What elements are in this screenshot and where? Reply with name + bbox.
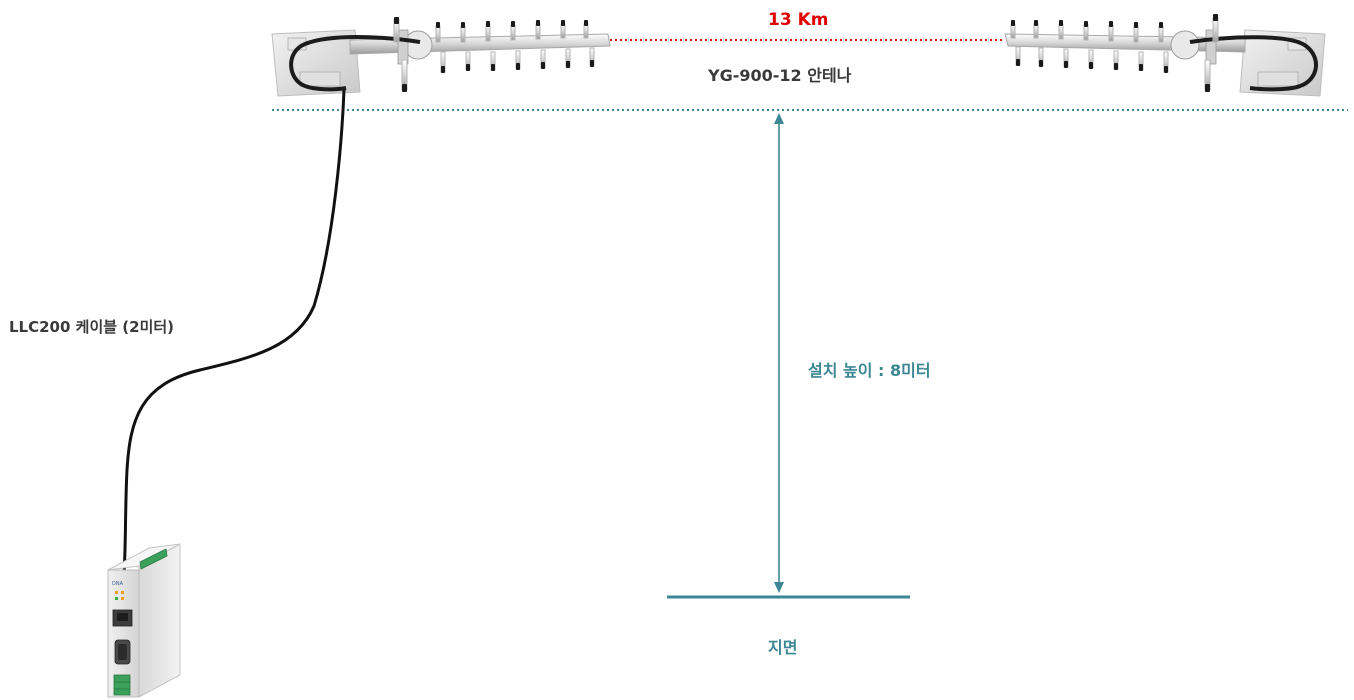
antenna-model-label: YG-900-12 안테나 — [708, 66, 852, 85]
left-antenna-feed-cable — [289, 35, 421, 92]
right-antenna-feed-cable — [1189, 35, 1318, 92]
distance-label: 13 Km — [768, 10, 829, 30]
height-arrow — [774, 113, 784, 593]
llc200-cable — [122, 89, 346, 576]
yagi-antenna-icon — [271, 17, 611, 97]
installation-height-label: 설치 높이 : 8미터 — [808, 361, 931, 380]
cable-label: LLC200 케이블 (2미터) — [9, 318, 175, 336]
gateway-device-icon: DNA — [107, 543, 181, 698]
ground-label: 지면 — [768, 638, 798, 657]
yagi-antenna-icon — [1004, 14, 1326, 97]
device-brand-text: DNA — [112, 581, 124, 587]
